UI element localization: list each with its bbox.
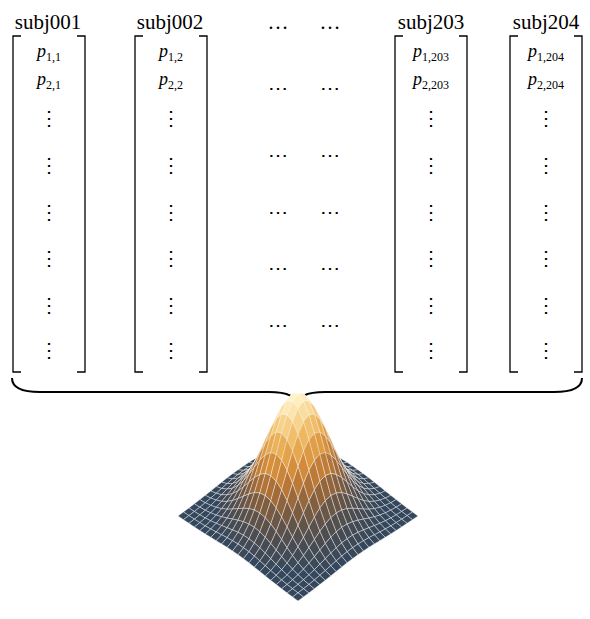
gaussian-surface	[178, 393, 418, 601]
ellipsis: ⋯	[268, 258, 288, 278]
vector-entry: p2,203	[413, 70, 449, 91]
ellipsis: ⋮	[421, 295, 441, 315]
ellipsis: ⋯	[268, 78, 288, 98]
column-header: subj002	[137, 12, 204, 33]
left-bracket	[510, 36, 518, 372]
vector-brackets	[13, 36, 582, 372]
ellipsis: ⋮	[39, 108, 59, 128]
ellipsis: ⋮	[421, 248, 441, 268]
ellipsis: ⋮	[161, 248, 181, 268]
ellipsis: ⋮	[536, 340, 556, 360]
ellipsis: ⋮	[39, 202, 59, 222]
ellipsis: ⋯	[268, 145, 288, 165]
ellipsis: ⋮	[161, 202, 181, 222]
column-header: …	[320, 12, 341, 33]
ellipsis: ⋮	[421, 340, 441, 360]
ellipsis: ⋯	[268, 202, 288, 222]
ellipsis: ⋯	[268, 315, 288, 335]
ellipsis: ⋮	[161, 295, 181, 315]
vector-entry: p2,1	[37, 70, 61, 91]
vector-entry: p1,2	[159, 42, 183, 63]
left-bracket	[13, 36, 21, 372]
column-header: subj204	[513, 12, 580, 33]
vector-entry: p1,204	[528, 42, 564, 63]
left-bracket	[135, 36, 143, 372]
ellipsis: ⋮	[161, 108, 181, 128]
ellipsis: ⋯	[320, 202, 340, 222]
right-bracket	[199, 36, 207, 372]
column-header: subj001	[15, 12, 82, 33]
ellipsis: ⋯	[320, 258, 340, 278]
column-header: …	[268, 12, 289, 33]
ellipsis: ⋮	[536, 202, 556, 222]
vector-entry: p2,2	[159, 70, 183, 91]
left-bracket	[395, 36, 403, 372]
ellipsis: ⋮	[161, 155, 181, 175]
surface-patch	[293, 593, 304, 601]
ellipsis: ⋮	[421, 108, 441, 128]
ellipsis: ⋮	[421, 202, 441, 222]
ellipsis: ⋯	[320, 145, 340, 165]
ellipsis: ⋮	[39, 155, 59, 175]
vector-entry: p1,1	[37, 42, 61, 63]
ellipsis: ⋮	[161, 340, 181, 360]
ellipsis: ⋮	[39, 248, 59, 268]
vector-entry: p1,203	[413, 42, 449, 63]
right-bracket	[459, 36, 467, 372]
ellipsis: ⋮	[536, 155, 556, 175]
ellipsis: ⋮	[421, 155, 441, 175]
ellipsis: ⋯	[320, 78, 340, 98]
ellipsis: ⋮	[39, 295, 59, 315]
ellipsis: ⋮	[536, 295, 556, 315]
ellipsis: ⋮	[536, 248, 556, 268]
ellipsis: ⋯	[320, 315, 340, 335]
ellipsis: ⋮	[39, 340, 59, 360]
ellipsis: ⋮	[536, 108, 556, 128]
right-bracket	[574, 36, 582, 372]
column-header: subj203	[398, 12, 465, 33]
vector-entry: p2,204	[528, 70, 564, 91]
right-bracket	[77, 36, 85, 372]
